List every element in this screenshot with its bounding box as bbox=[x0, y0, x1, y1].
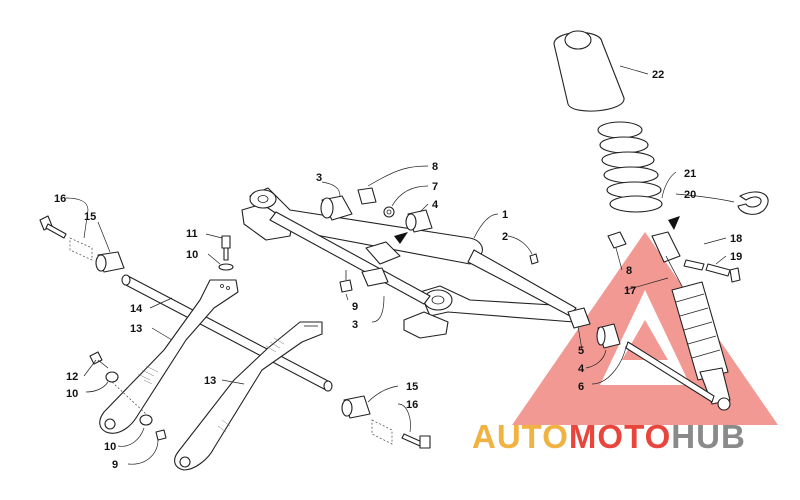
nut-middle bbox=[339, 270, 353, 293]
watermark-auto: AUTO bbox=[472, 418, 569, 455]
callout-18: 18 bbox=[730, 233, 742, 245]
bolt-left bbox=[39, 215, 67, 239]
bolt-12 bbox=[89, 351, 167, 441]
bushing-right bbox=[341, 395, 431, 449]
callout-16-left: 16 bbox=[54, 193, 66, 205]
callout-10-bottom: 10 bbox=[104, 441, 116, 453]
callout-13-left: 13 bbox=[130, 323, 142, 335]
grease-fitting bbox=[529, 253, 539, 265]
callout-15-left: 15 bbox=[84, 211, 96, 223]
leader-lines bbox=[65, 65, 735, 465]
coil-spring bbox=[597, 121, 663, 213]
callout-3-top: 3 bbox=[316, 172, 322, 184]
callout-14: 14 bbox=[130, 303, 143, 315]
pivot-hardware-upper bbox=[357, 187, 433, 233]
callout-12: 12 bbox=[66, 371, 78, 383]
callout-6: 6 bbox=[578, 381, 584, 393]
callout-4-bottom: 4 bbox=[578, 363, 585, 375]
callout-19: 19 bbox=[730, 251, 742, 263]
callout-10-mid: 10 bbox=[66, 388, 78, 400]
rear-arm-left bbox=[99, 279, 239, 434]
sleeve-upper bbox=[320, 195, 353, 221]
callout-8-top: 8 bbox=[432, 161, 438, 173]
callout-17: 17 bbox=[624, 285, 636, 297]
bushing-shock-top bbox=[607, 231, 627, 249]
bushing-left bbox=[69, 237, 125, 273]
swing-arm bbox=[241, 187, 579, 339]
callout-11: 11 bbox=[186, 228, 198, 240]
shock-absorber bbox=[651, 216, 731, 411]
watermark-moto: MOTO bbox=[569, 418, 671, 455]
cross-shaft bbox=[121, 274, 333, 392]
callout-8-right: 8 bbox=[626, 265, 632, 277]
lower-pivot-hardware bbox=[567, 307, 715, 403]
callout-5: 5 bbox=[578, 345, 584, 357]
callout-9-mid: 9 bbox=[352, 301, 358, 313]
shock-bolt-top bbox=[683, 259, 741, 283]
bolt-11 bbox=[218, 235, 234, 271]
callout-labels: 16 15 11 10 14 13 12 10 10 9 13 3 8 7 4 … bbox=[54, 69, 742, 471]
callout-10-top: 10 bbox=[186, 249, 198, 261]
callout-22: 22 bbox=[652, 69, 664, 81]
retaining-clip bbox=[737, 191, 769, 215]
callout-1: 1 bbox=[502, 209, 508, 221]
callout-9-left: 9 bbox=[112, 459, 118, 471]
callout-2: 2 bbox=[502, 231, 508, 243]
rear-arm-right bbox=[174, 321, 323, 471]
callout-4-top: 4 bbox=[432, 199, 439, 211]
callout-20: 20 bbox=[684, 189, 696, 201]
callout-15-right: 15 bbox=[406, 381, 418, 393]
bump-stop bbox=[553, 30, 625, 112]
callout-3-bottom: 3 bbox=[352, 319, 358, 331]
watermark-text: AUTOMOTOHUB bbox=[472, 418, 746, 455]
callout-13-right: 13 bbox=[204, 375, 216, 387]
callout-7: 7 bbox=[432, 181, 438, 193]
watermark-hub: HUB bbox=[671, 418, 746, 455]
svg-text:AUTOMOTOHUB: AUTOMOTOHUB bbox=[472, 418, 746, 455]
callout-16-right: 16 bbox=[406, 399, 418, 411]
callout-21: 21 bbox=[684, 168, 696, 180]
